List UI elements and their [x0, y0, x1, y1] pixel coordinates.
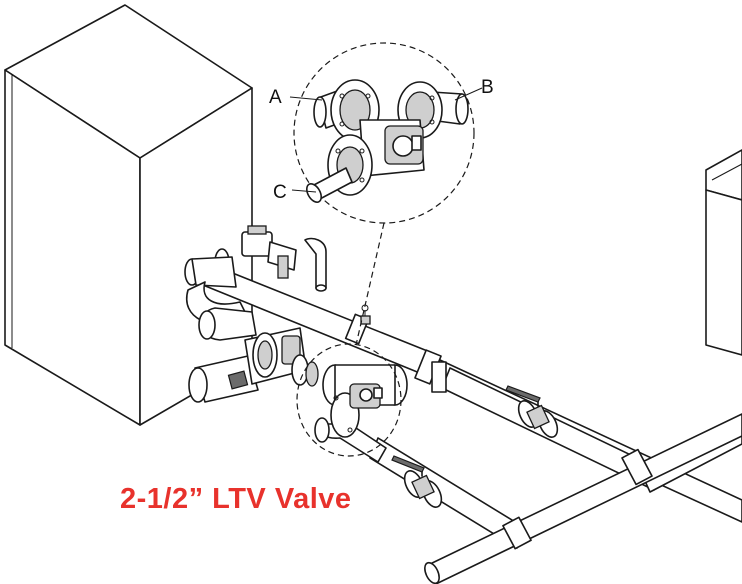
boiler-cabinet: [4, 4, 253, 426]
ball-valve-lower: [391, 455, 443, 508]
callout-c: C: [273, 182, 287, 203]
ball-valve-upper: [505, 385, 559, 438]
callout-b: B: [481, 77, 494, 98]
figure-title: 2-1/2” LTV Valve: [120, 483, 352, 515]
detail-circle-small: [296, 343, 402, 457]
pipe-network: [197, 261, 742, 584]
callout-c-leader: [291, 189, 317, 193]
callout-a-leader: [289, 96, 323, 101]
callout-a: A: [269, 87, 282, 108]
pump-assembly: [184, 225, 327, 403]
callout-b-leader: [454, 87, 483, 101]
second-cabinet: [705, 149, 742, 356]
detail-leader: [355, 222, 385, 346]
ltv-valve-detail: [305, 79, 469, 203]
